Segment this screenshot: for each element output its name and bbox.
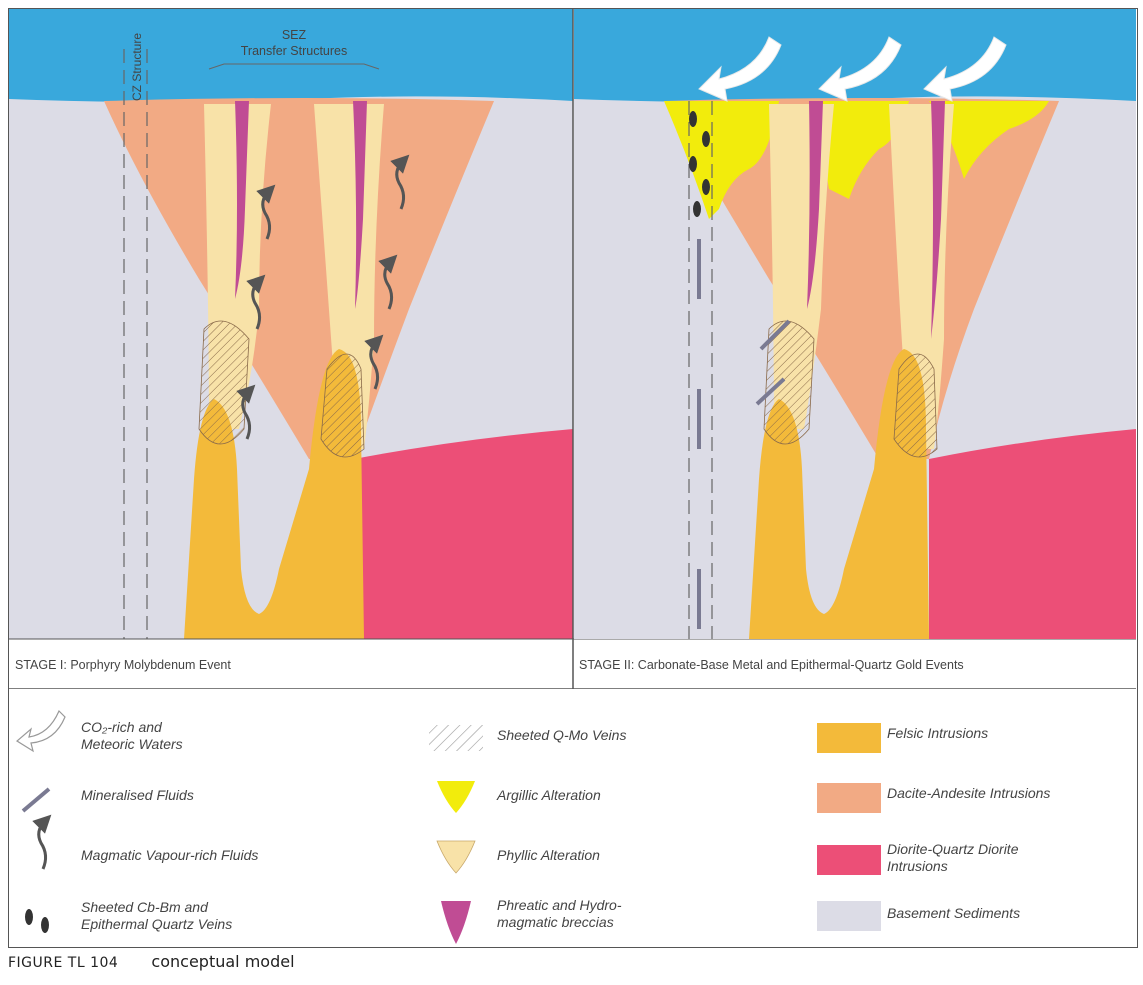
qmo-veins	[199, 321, 249, 444]
stage2-panel	[574, 9, 1136, 639]
mineralised-fluid-icon	[23, 789, 49, 811]
figure-number: FIGURE TL 104	[8, 955, 118, 971]
figure-caption: FIGURE TL 104 conceptual model	[8, 952, 295, 971]
dacite-swatch	[817, 783, 881, 813]
phyllic-icon	[437, 841, 475, 873]
sheeted-veins-icon	[25, 909, 33, 925]
legend-magmatic-label: Magmatic Vapour-rich Fluids	[81, 847, 258, 864]
stage1-caption: STAGE I: Porphyry Molybdenum Event	[15, 658, 231, 672]
legend-basement-label: Basement Sediments	[887, 905, 1020, 922]
diorite-swatch	[817, 845, 881, 875]
sheeted-veins-icon	[41, 917, 49, 933]
stage2-caption: STAGE II: Carbonate-Base Metal and Epith…	[579, 658, 964, 672]
diorite-intrusion	[354, 429, 573, 639]
cz-structure-label: CZ Structure	[130, 33, 144, 101]
magmatic-fluid-icon	[39, 821, 46, 869]
stage1-panel: CZ Structure SEZ Transfer Structures	[9, 9, 573, 639]
legend-phyllic-label: Phyllic Alteration	[497, 847, 600, 864]
qmo-veins	[894, 354, 937, 457]
basement-swatch	[817, 901, 881, 931]
legend-breccia-label: Phreatic and Hydro-magmatic breccias	[497, 897, 622, 931]
breccia-icon	[441, 901, 471, 944]
qmo-veins	[321, 354, 364, 457]
diorite-intrusion	[929, 429, 1136, 639]
figure-title: conceptual model	[151, 952, 294, 971]
legend-qmo-label: Sheeted Q-Mo Veins	[497, 727, 626, 744]
sez-label: Transfer Structures	[241, 44, 348, 58]
sez-label: SEZ	[282, 28, 307, 42]
co2-meteoric-icon	[17, 711, 65, 751]
argillic-icon	[437, 781, 475, 813]
legend-dacite-label: Dacite-Andesite Intrusions	[887, 785, 1050, 802]
legend-felsic-label: Felsic Intrusions	[887, 725, 988, 742]
cross-section-panels: CZ Structure SEZ Transfer Structures	[9, 9, 1136, 689]
legend-mineralised-label: Mineralised Fluids	[81, 787, 194, 804]
qmo-veins-icon	[429, 725, 483, 751]
sea-water	[574, 9, 1136, 102]
felsic-swatch	[817, 723, 881, 753]
figure-frame: CZ Structure SEZ Transfer Structures	[8, 8, 1138, 948]
legend-argillic-label: Argillic Alteration	[497, 787, 601, 804]
